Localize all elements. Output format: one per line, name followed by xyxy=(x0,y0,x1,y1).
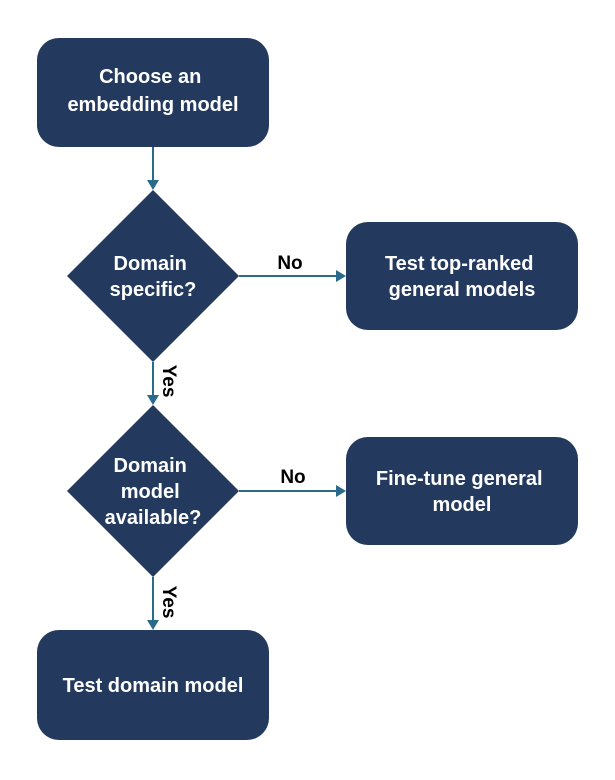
domain-specific-diamond xyxy=(67,190,239,362)
model-available-label: Domain model available? xyxy=(105,455,202,529)
model-available-diamond xyxy=(67,405,239,577)
node-domain-specific-decision: Domain specific? xyxy=(67,190,239,362)
label-domain-specific-no: No xyxy=(277,253,302,274)
label-model-available-no: No xyxy=(280,467,305,488)
domain-specific-label: Domain specific? xyxy=(110,253,197,301)
node-start: Choose an embedding model xyxy=(37,38,269,147)
test-domain-label: Test domain model xyxy=(63,675,244,697)
arrowhead-start-to-domain-specific xyxy=(147,180,159,190)
node-test-general: Test top-ranked general models xyxy=(346,222,578,330)
label-domain-specific-yes: Yes xyxy=(158,365,179,398)
start-label: Choose an embedding model xyxy=(67,66,238,116)
test-domain-box xyxy=(37,630,269,740)
label-model-available-yes: Yes xyxy=(158,586,179,619)
node-model-available-decision: Domain model available? xyxy=(67,405,239,577)
test-general-box xyxy=(346,222,578,330)
arrowhead-model-available-no xyxy=(336,485,346,497)
edge-labels: No Yes No Yes xyxy=(158,253,306,618)
start-box xyxy=(37,38,269,147)
node-test-domain: Test domain model xyxy=(37,630,269,740)
arrowhead-model-available-yes xyxy=(147,620,159,630)
test-general-label: Test top-ranked general models xyxy=(385,253,539,301)
fine-tune-box xyxy=(346,437,578,545)
fine-tune-label: Fine-tune general model xyxy=(376,468,548,516)
arrowhead-domain-specific-yes xyxy=(147,395,159,405)
connectors xyxy=(147,147,346,630)
node-fine-tune: Fine-tune general model xyxy=(346,437,578,545)
arrowhead-domain-specific-no xyxy=(336,270,346,282)
